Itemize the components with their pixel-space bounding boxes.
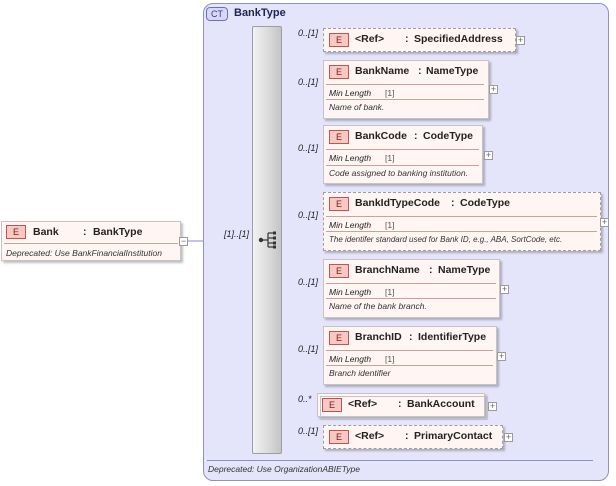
element-divider	[326, 84, 484, 85]
complex-type-badge: CT	[206, 7, 228, 21]
sequence-multiplicity: [1]..[1]	[224, 229, 250, 239]
child-element-separator: :	[405, 430, 409, 442]
child-multiplicity: 0..[1]	[298, 28, 319, 38]
child-element-name: BankIdTypeCode	[355, 197, 440, 209]
element-badge: E	[322, 398, 342, 412]
element-badge: E	[329, 130, 349, 144]
child-element-type: CodeType	[460, 197, 510, 209]
element-divider	[326, 99, 484, 100]
child-element-bank-id-type-code[interactable]	[323, 192, 601, 251]
expand-toggle[interactable]: +	[497, 351, 506, 361]
root-divider	[4, 243, 178, 244]
child-element-name: BankCode	[355, 130, 407, 142]
child-element-separator: :	[414, 130, 418, 142]
child-element-separator: :	[405, 33, 409, 45]
child-element-bank-code[interactable]	[323, 125, 483, 184]
element-badge: E	[329, 264, 349, 278]
child-element-name: <Ref>	[355, 33, 385, 45]
element-badge: E	[6, 225, 26, 239]
child-element-bank-name[interactable]	[323, 60, 489, 119]
child-element-doc: Name of the bank branch.	[329, 301, 427, 311]
child-element-name: BranchName	[355, 264, 420, 276]
element-badge: E	[329, 331, 349, 345]
expand-toggle[interactable]: +	[600, 217, 609, 227]
child-multiplicity: 0..[1]	[298, 77, 319, 87]
child-element-doc: Name of bank.	[329, 102, 385, 112]
expand-toggle[interactable]: +	[500, 284, 509, 294]
child-element-doc: The identifer standard used for Bank ID,…	[329, 235, 563, 244]
child-element-separator: :	[451, 197, 455, 209]
element-badge: E	[329, 430, 349, 444]
element-divider	[326, 365, 493, 366]
facet-value: [1]	[385, 220, 395, 230]
child-element-name: <Ref>	[355, 430, 385, 442]
facet-value: [1]	[385, 287, 395, 297]
child-element-branch-name[interactable]	[323, 259, 500, 318]
facet-label: Min Length	[329, 220, 372, 230]
facet-value: [1]	[385, 354, 395, 364]
facet-label: Min Length	[329, 153, 372, 163]
child-element-type: BankAccount	[407, 398, 475, 410]
expand-toggle[interactable]: +	[484, 150, 493, 160]
facet-label: Min Length	[329, 354, 372, 364]
child-multiplicity: 0..*	[298, 394, 312, 404]
child-element-separator: :	[429, 264, 433, 276]
element-badge: E	[329, 33, 349, 47]
child-element-type: IdentifierType	[418, 331, 487, 343]
expand-toggle[interactable]: +	[489, 84, 498, 94]
child-element-type: NameType	[438, 264, 491, 276]
root-element-separator: :	[83, 226, 87, 238]
root-element-bank[interactable]	[1, 221, 181, 261]
child-element-name: BranchID	[355, 331, 402, 343]
child-multiplicity: 0..[1]	[298, 277, 319, 287]
element-badge: E	[329, 65, 349, 79]
child-element-branch-id[interactable]	[323, 326, 497, 385]
child-element-type: NameType	[426, 65, 479, 77]
collapse-toggle[interactable]: −	[179, 236, 188, 246]
child-multiplicity: 0..[1]	[298, 344, 319, 354]
element-divider	[326, 283, 496, 284]
child-element-separator: :	[418, 65, 422, 77]
facet-label: Min Length	[329, 287, 372, 297]
element-divider	[326, 149, 479, 150]
stack-indicator	[320, 396, 488, 420]
facet-label: Min Length	[329, 88, 372, 98]
child-element-type: PrimaryContact	[414, 430, 493, 442]
child-element-type: SpecifiedAddress	[414, 33, 503, 45]
root-element-type: BankType	[93, 226, 143, 238]
child-multiplicity: 0..[1]	[298, 210, 319, 220]
facet-value: [1]	[385, 88, 395, 98]
complex-type-title: BankType	[234, 7, 286, 19]
complex-type-divider	[207, 460, 593, 461]
expand-toggle[interactable]: +	[504, 432, 513, 442]
child-element-doc: Code assigned to banking institution.	[329, 168, 468, 178]
child-element-name: <Ref>	[348, 398, 378, 410]
child-element-specified-address[interactable]	[323, 28, 516, 52]
element-divider	[326, 350, 493, 351]
expand-toggle[interactable]: +	[488, 401, 497, 411]
child-element-separator: :	[409, 331, 413, 343]
element-divider	[326, 231, 597, 232]
child-element-primary-contact[interactable]	[323, 425, 503, 449]
child-element-name: BankName	[355, 65, 410, 77]
element-divider	[326, 165, 479, 166]
expand-toggle[interactable]: +	[516, 35, 525, 45]
complex-type-footer-doc: Deprecated: Use OrganizationABIEType	[208, 464, 360, 474]
child-element-separator: :	[398, 398, 402, 410]
element-badge: E	[329, 197, 349, 211]
element-divider	[326, 298, 496, 299]
root-element-name: Bank	[33, 226, 59, 238]
child-element-doc: Branch identifier	[329, 368, 391, 378]
child-element-bank-account[interactable]	[317, 393, 485, 417]
root-element-doc: Deprecated: Use BankFinancialInstitution	[6, 248, 162, 258]
facet-value: [1]	[385, 153, 395, 163]
sequence-icon	[258, 231, 276, 249]
child-element-type: CodeType	[423, 130, 473, 142]
child-multiplicity: 0..[1]	[298, 426, 319, 436]
element-divider	[326, 216, 597, 217]
child-multiplicity: 0..[1]	[298, 143, 319, 153]
